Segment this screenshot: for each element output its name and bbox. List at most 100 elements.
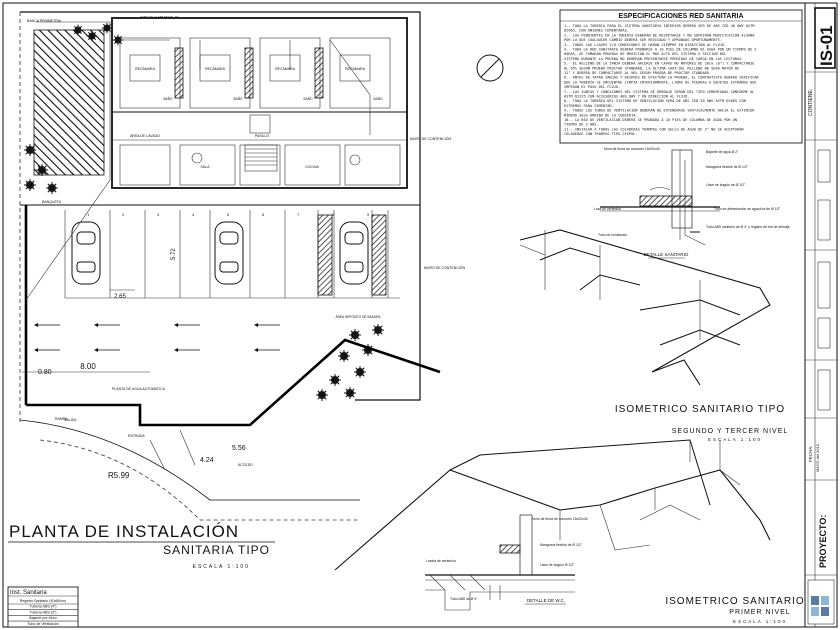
room-label-lavado: ÁREA DE LAVADO <box>130 134 160 138</box>
detail-sanitario-note: Muro de block de concreto 15x20x40 <box>604 147 660 151</box>
date-value: MAYO del 2019 <box>815 443 820 472</box>
plan-title-line2: SANITARIA TIPO <box>163 543 270 557</box>
legend: Inst. Sanitaria Registro Sanitario (40x6… <box>7 586 79 628</box>
company-logo <box>807 579 835 625</box>
title-block: IS-01 CONTIENE: FECHA: MAYO del 2019 PRO… <box>804 3 837 627</box>
car-icon <box>71 221 101 285</box>
closet-hatch <box>174 47 184 99</box>
room-label-recamara: RECÁMARA <box>345 67 366 71</box>
spec-line: 8.- TODA LA TUBERÍA DEL SISTEMA DE VENTI… <box>564 98 746 103</box>
detail-wc-note: Tubo ABS de Ø 4" <box>450 597 478 601</box>
iso2-pipe-main <box>519 229 771 386</box>
main-sewer-line <box>26 338 441 427</box>
stall-number: 8 <box>332 212 335 217</box>
label-banca: BANCA PERIMETRAL <box>27 19 62 23</box>
stall-number: 5 <box>227 212 230 217</box>
car-icon <box>214 221 244 285</box>
specifications-text: 1.- TODA LA TUBERÍA PARA EL SISTEMA SANI… <box>564 23 760 136</box>
label-acceso: ACCESO <box>238 463 253 467</box>
detail-sanitario-note: Tubo de ventilación <box>598 233 627 237</box>
spec-line: POR LO QUE CUALQUIER CAMBIO DEBERÁ SER R… <box>564 37 722 42</box>
content-label: CONTIENE: <box>808 89 814 116</box>
dim-599: R5.99 <box>108 471 130 480</box>
spec-line: QUE LA TUBERÍA SE ENCUENTRE LIMPIA INTER… <box>564 79 757 84</box>
spec-line: 12" Y DEBERÁ DE COMPACTARSE AL 90% SEGÚN… <box>564 70 711 75</box>
plan-title-line1: PLANTA DE INSTALACIÓN <box>9 522 239 541</box>
legend-item: Tubería ABS (3") <box>30 610 57 614</box>
iso1-scale: ESCALA 1:100 <box>733 619 787 624</box>
detail-sanitario-note: Tubo ABS sanitario de Ø 4" y registro de… <box>706 225 790 229</box>
spec-line: TIEMPO DE 2 HRS. <box>564 123 599 127</box>
detail-wc-note: Manguera flexible de Ø 1/2" <box>540 543 583 547</box>
dim-800: 8.00 <box>80 362 96 371</box>
detail-wc-caption: DETALLE DE W.C. <box>527 598 565 603</box>
detail-wc: DETALLE DE W.C. Muro de block de concret… <box>425 514 588 611</box>
bedroom-units: RECÁMARABAÑORECÁMARABAÑORECÁMARABAÑORECÁ… <box>119 37 391 109</box>
arrow-left-icon <box>254 323 258 327</box>
car-icon <box>339 221 369 285</box>
spec-line: MÍNIMO 30cm ARRIBA DE LA CUBIERTA. <box>564 112 638 117</box>
arrow-left-icon <box>174 323 178 327</box>
dim-424: 4.24 <box>200 457 214 464</box>
spec-line: HORAS, SE TOMARÁN PRUEBAS DE MEDICIÓN EL… <box>564 51 726 56</box>
spec-line: 10.- LA RED DE VENTILACIÓN DEBERÁ SE PRO… <box>564 117 737 122</box>
spec-line: ASTM D2235 CON ACCESORIOS ABS DWV Y EN D… <box>564 94 690 99</box>
label-planta-agua: PLANTA DE AGUA AUTOMATICA <box>112 387 166 391</box>
label-rampa: RAMPA <box>55 417 68 421</box>
arrow-left-icon <box>174 348 178 352</box>
legend-item: Tubería ABS (4") <box>30 605 57 609</box>
iso1-subtitle: PRIMER NIVEL <box>729 609 790 616</box>
site-plan: RECÁMARABAÑORECÁMARABAÑORECÁMARABAÑORECÁ… <box>19 11 466 521</box>
room-label-sala: SALA <box>201 165 211 169</box>
spec-line: AL 95% SEGÚN PRUEBA PROCTOR STANDARD, LA… <box>564 65 739 70</box>
spec-line: IMPIDAN EL PASO DEL FLUJO. <box>564 85 620 89</box>
spec-line: COLADERAS CON TRAMPAS TIPO CESPOL. <box>564 132 638 136</box>
bed-outline <box>339 54 371 82</box>
label-tubo: TUBO DE 4" ABS PEND. 2% <box>140 15 179 19</box>
room-label-pasillo: PASILLO <box>255 134 270 138</box>
room-label-recamara: RECÁMARA <box>205 67 226 71</box>
property-line <box>20 11 421 401</box>
plan-scale: ESCALA 1:100 <box>193 564 250 570</box>
sheet-code: IS-01 <box>817 25 836 66</box>
north-arrow-icon <box>476 54 504 82</box>
detail-sanitario-note: Losa de cerámica <box>594 207 621 211</box>
spec-line: 9.- TODOS LOS TUBOS DE VENTILACIÓN DEBER… <box>564 108 755 113</box>
legend-item: Bajante por Muro <box>29 616 57 620</box>
iso2-subtitle: SEGUNDO Y TERCER NIVEL <box>672 428 789 435</box>
spec-line: 6.- ANTES DE TAPAR ZANJAS Y DESPUÉS DE E… <box>564 75 760 80</box>
label-muro-top: MURO DE CONTENCIÓN <box>410 136 452 141</box>
room-label-recamara: RECÁMARA <box>135 67 156 71</box>
detail-sanitario-note: Manguera flexible de Ø 1/2" <box>706 165 749 169</box>
bed-outline <box>269 54 301 82</box>
stairs <box>244 144 278 172</box>
detail-sanitario: DETALLE SANITARIO Muro de block de concr… <box>594 147 790 259</box>
stall-number: 7 <box>297 212 300 217</box>
room-label-bano: BAÑO <box>163 96 173 101</box>
detail-sanitario-caption: DETALLE SANITARIO <box>644 252 689 257</box>
spec-line: D2665, CON UNIONES CEMENTADAS. <box>564 29 629 33</box>
room-label-bano: BAÑO <box>373 96 383 101</box>
stall-number: 1 <box>87 212 90 217</box>
legend-title: Inst. Sanitaria <box>10 590 47 596</box>
detail-sanitario-note: Llave de ángulo de Ø 1/2" <box>706 183 746 187</box>
dim-080: 0.80 <box>38 369 52 376</box>
spec-line: 11.- INSTALAR A TODAS LAS COLADERAS TRAM… <box>564 126 744 131</box>
plan-title: PLANTA DE INSTALACIÓN SANITARIA TIPO ESC… <box>8 522 275 570</box>
label-muro-right: MURO DE CONTENCIÓN <box>424 265 466 270</box>
room-label-bano: BAÑO <box>303 96 313 101</box>
specifications-title: ESPECIFICACIONES RED SANITARIA <box>618 13 743 20</box>
spec-line: 3.- TODAS LAS LLAVES Y/O CONEXIONES SE H… <box>564 42 726 47</box>
label-entrada: ENTRADA <box>128 434 145 438</box>
spec-line: EXTREMOS PARA CEMENTAR. <box>564 104 614 108</box>
arrow-left-icon <box>34 348 38 352</box>
room-label-bano: BAÑO <box>233 96 243 101</box>
stall-number: 2 <box>122 212 125 217</box>
closet-hatch <box>244 47 254 99</box>
detail-wc-note: Loseta de cerámica <box>426 559 456 563</box>
stall-number: 9 <box>367 212 370 217</box>
detail-wc-note: Llave de ángulo Ø 1/2" <box>540 563 575 567</box>
iso1-title: ISOMETRICO SANITARIO <box>665 596 804 607</box>
isometric-first-level: ISOMETRICO SANITARIO PRIMER NIVEL ESCALA… <box>334 439 804 624</box>
